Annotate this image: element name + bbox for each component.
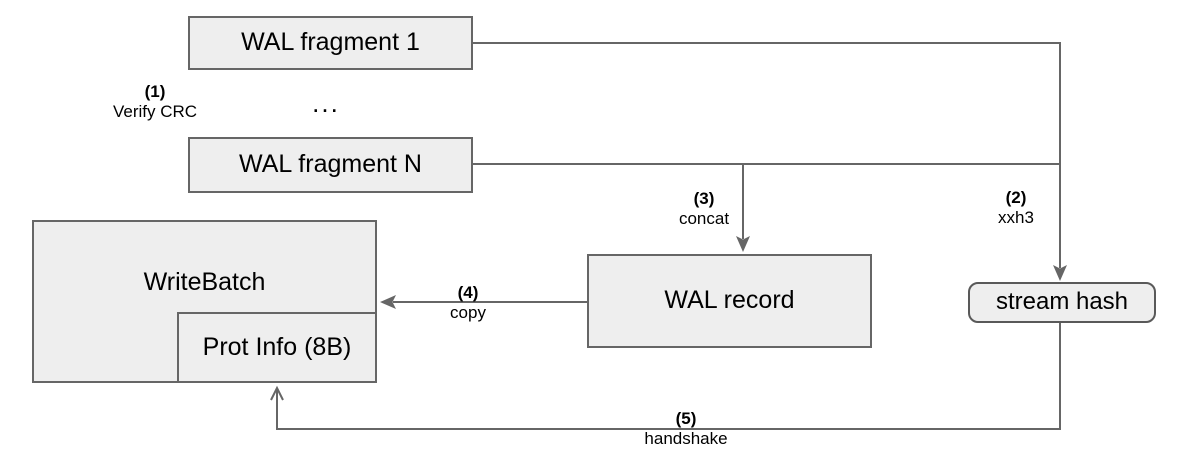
step-number: (2) xyxy=(1005,188,1027,207)
node-stream-hash: stream hash xyxy=(968,282,1156,323)
step-number: (3) xyxy=(693,189,715,208)
edge-label-handshake: (5) handshake xyxy=(644,409,727,449)
node-wal-record: WAL record xyxy=(587,254,872,348)
node-wal-fragment-1: WAL fragment 1 xyxy=(188,16,473,70)
node-wal-fragment-n: WAL fragment N xyxy=(188,137,473,193)
arrowhead-left-into-write-batch xyxy=(380,295,396,309)
node-label: stream hash xyxy=(995,288,1129,316)
step-name: Verify CRC xyxy=(112,102,198,121)
node-label: WAL fragment 1 xyxy=(241,28,420,57)
node-label: WriteBatch xyxy=(143,267,266,296)
edge-wal-fragment-1-to-stream-hash xyxy=(473,42,1061,268)
node-label: Prot Info (8B) xyxy=(202,332,352,361)
edge-label-xxh3: (2) xxh3 xyxy=(998,188,1034,228)
node-label: WAL record xyxy=(664,286,795,315)
node-prot-info: Prot Info (8B) xyxy=(177,312,377,383)
step-number: (4) xyxy=(457,283,479,302)
arrowhead-down-into-wal-record xyxy=(736,236,750,252)
edge-label-copy: (4) copy xyxy=(450,283,486,323)
step-name: handshake xyxy=(644,429,728,448)
step-name: concat xyxy=(678,209,730,228)
edge-label-concat: (3) concat xyxy=(679,189,729,229)
arrowhead-down-into-stream-hash xyxy=(1053,265,1067,281)
step-name: copy xyxy=(450,303,486,322)
node-label: WAL fragment N xyxy=(239,150,422,179)
edge-label-verify-crc: (1) Verify CRC xyxy=(113,82,197,122)
step-number: (1) xyxy=(144,82,166,101)
step-number: (5) xyxy=(675,409,697,428)
edge-handshake-to-prot-info xyxy=(276,323,1061,430)
write-batch-label: WriteBatch xyxy=(32,220,377,344)
fragments-ellipsis: ... xyxy=(312,88,340,118)
step-name: xxh3 xyxy=(998,208,1034,227)
arrowhead-up-into-prot-info xyxy=(270,385,284,401)
